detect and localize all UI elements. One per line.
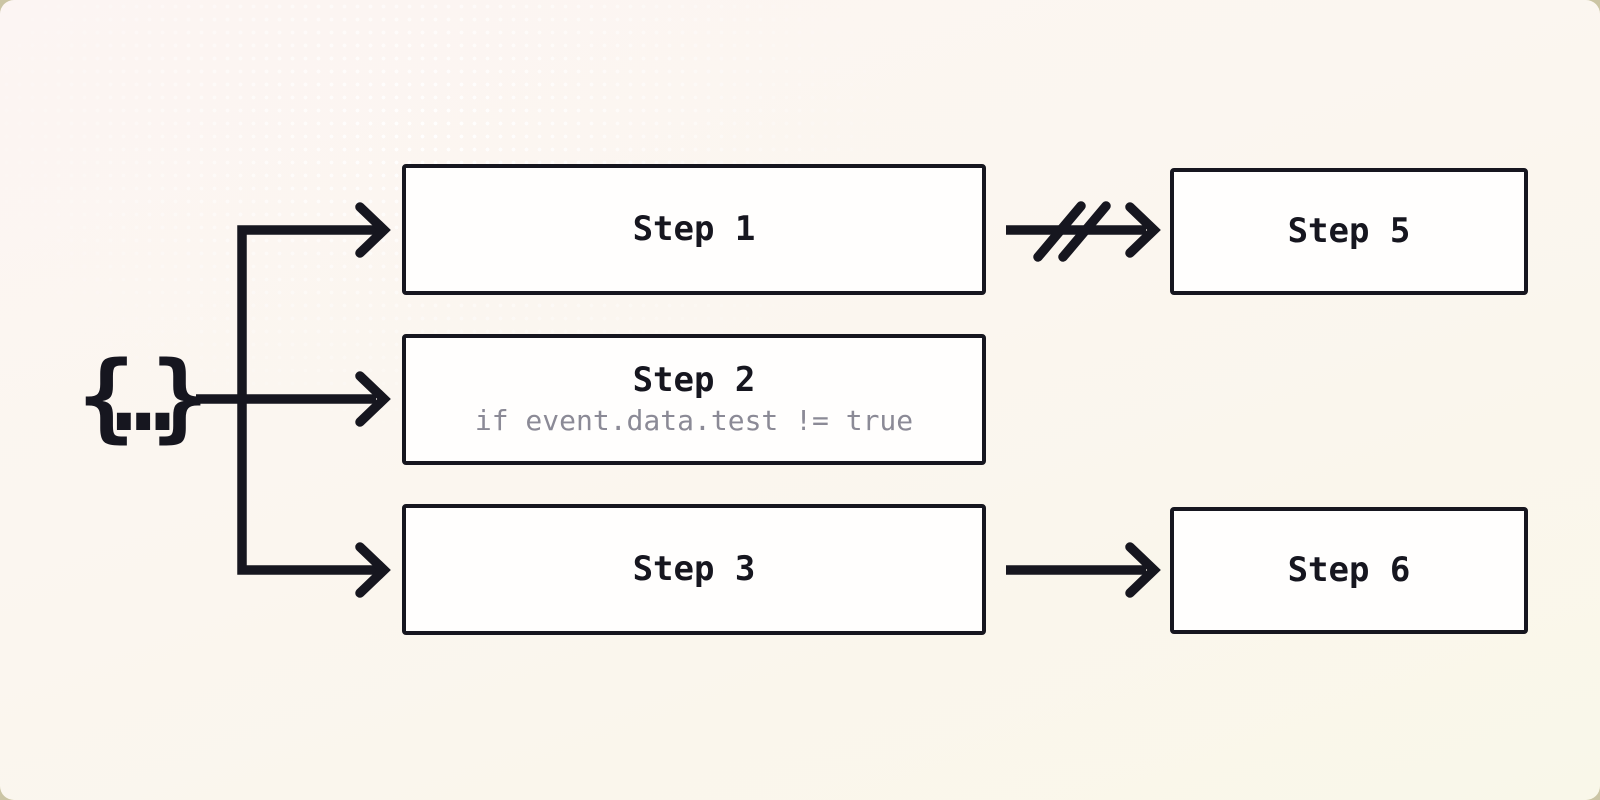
edge-step-1-to-step-5-broken	[1006, 201, 1161, 262]
edge-source-to-step-2	[196, 371, 391, 427]
node-condition-label: if event.data.test != true	[474, 403, 914, 437]
arrowhead-step-2	[355, 371, 391, 427]
node-step-6: Step 6	[1170, 507, 1528, 634]
node-step-2: Step 2 if event.data.test != true	[402, 334, 986, 465]
node-step-1: Step 1	[402, 164, 986, 295]
node-title: Step 1	[632, 208, 756, 249]
node-title: Step 6	[1287, 549, 1411, 590]
broken-link-slash-icon	[1033, 201, 1086, 262]
broken-link-slash-icon	[1058, 201, 1111, 262]
node-step-5: Step 5	[1170, 168, 1528, 295]
source-object-label: {…}	[77, 341, 209, 453]
edge-step-3-to-step-6	[1006, 542, 1161, 598]
arrowhead-step-5	[1125, 202, 1161, 258]
node-title: Step 3	[632, 548, 756, 589]
arrowhead-step-1	[355, 202, 391, 258]
arrowhead-step-6	[1125, 542, 1161, 598]
source-object-symbol: {…}	[42, 336, 209, 458]
node-step-3: Step 3	[402, 504, 986, 635]
node-title: Step 5	[1287, 210, 1411, 251]
arrowhead-step-3	[355, 542, 391, 598]
node-title: Step 2	[632, 360, 756, 401]
